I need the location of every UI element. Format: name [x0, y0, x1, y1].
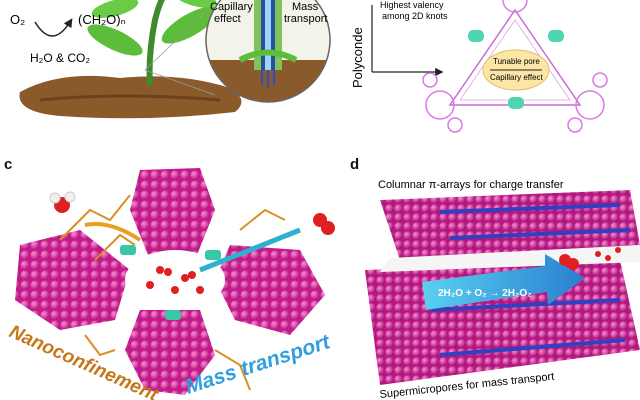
polycondensation-label: Polyconde — [350, 27, 365, 88]
pore-channel — [380, 245, 640, 272]
plant-stem — [146, 0, 166, 86]
h2o-co2-label: H₂O & CO₂ — [30, 51, 90, 65]
panel-c-letter: c — [4, 156, 13, 173]
leaf — [87, 24, 143, 56]
oxygen-molecules — [146, 266, 204, 294]
panel-d: Columnar π-arrays for charge transfer 2H… — [365, 179, 640, 400]
leaf — [91, 0, 139, 18]
central-pore — [125, 250, 225, 310]
capillary-effect-b-label: Capillary effect — [490, 73, 544, 82]
water-molecule — [49, 191, 76, 213]
linker-node — [468, 30, 484, 42]
framework-lobe — [130, 168, 215, 260]
tunable-pore-label: Tunable pore — [493, 57, 540, 66]
h2o-root-label: H₂O — [254, 106, 279, 121]
ch2o-label: (CH₂O)ₙ — [78, 12, 126, 27]
framework-lobe — [215, 245, 325, 335]
oxygen-molecule — [313, 213, 335, 235]
o2-label: O₂ — [10, 12, 25, 27]
exit-arrow — [84, 222, 142, 242]
linker-node — [508, 97, 524, 109]
columnar-label: Columnar π-arrays for charge transfer — [378, 179, 564, 191]
cycle-arrow — [34, 18, 73, 37]
leaf — [173, 0, 217, 8]
teal-linkers — [120, 245, 221, 320]
leaf — [161, 6, 219, 44]
framework-lobe — [125, 310, 215, 395]
linker-node — [548, 30, 564, 42]
reaction-arrow — [422, 254, 585, 310]
side-chains — [59, 194, 286, 391]
panel-c: Nanoconfinement Mass transport — [6, 168, 335, 400]
reaction-label: 2H₂O + O₂ → 2H₂O₂ — [438, 288, 532, 299]
product-molecules — [559, 247, 621, 270]
framework-lobe — [15, 230, 130, 330]
entry-arrow — [199, 227, 301, 273]
panel-d-letter: d — [350, 156, 360, 173]
